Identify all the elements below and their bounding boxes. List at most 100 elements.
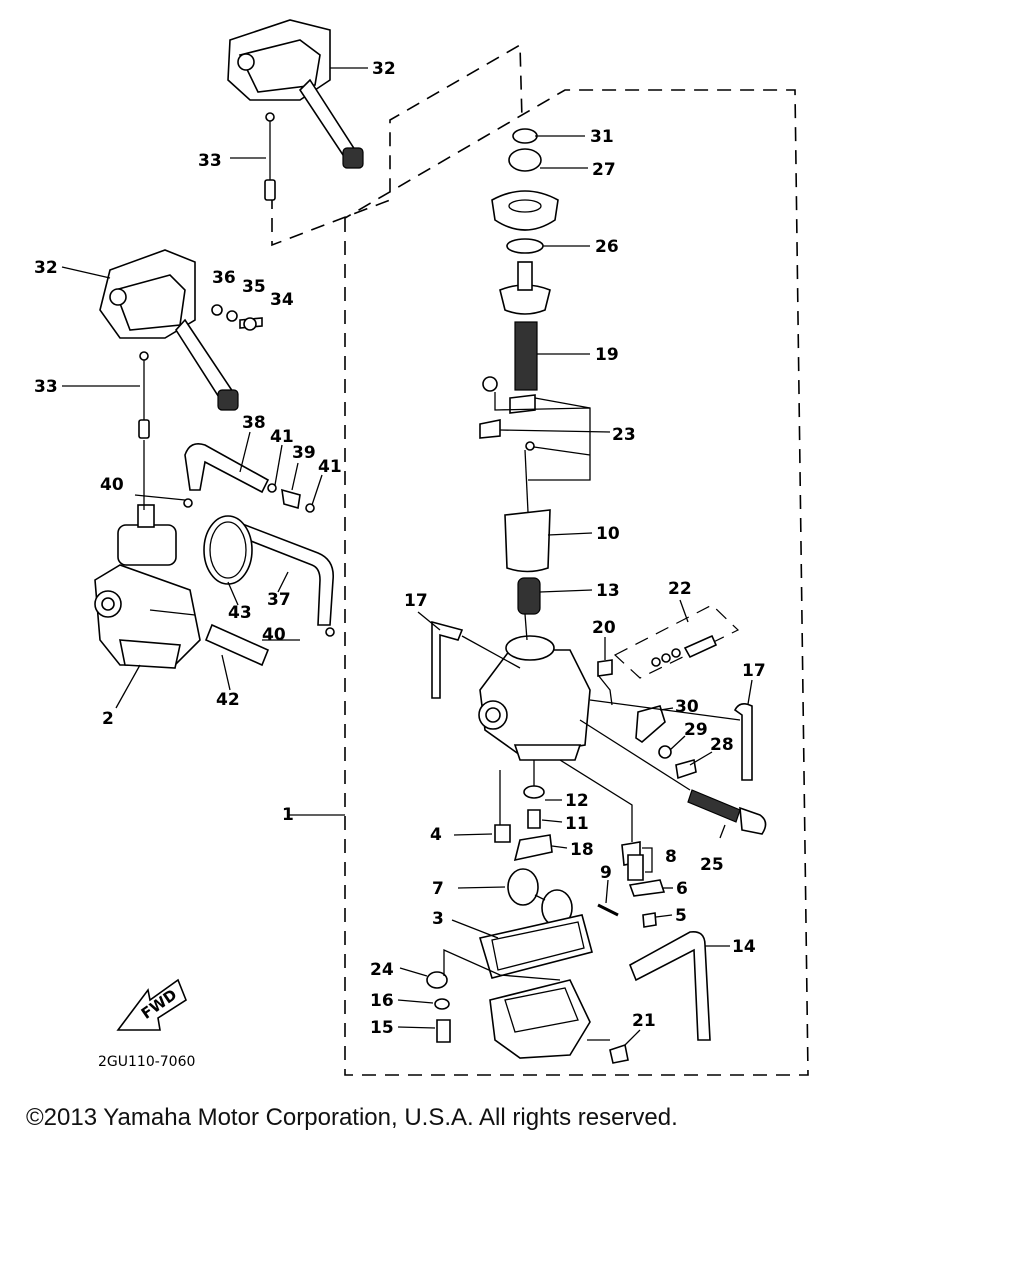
label-40-a: 40	[100, 475, 124, 495]
hose-38	[184, 442, 270, 494]
pin-9	[597, 903, 619, 917]
assembly-boundary	[344, 89, 809, 1076]
clip-41a	[267, 483, 277, 493]
jet-4	[494, 824, 511, 843]
label-23: 23	[612, 425, 636, 445]
label-31: 31	[590, 127, 614, 147]
label-16: 16	[370, 991, 394, 1011]
carburetor-assembly	[94, 504, 201, 669]
label-25: 25	[700, 855, 724, 875]
clip-40b	[325, 627, 335, 637]
label-26: 26	[595, 237, 619, 257]
label-34: 34	[270, 290, 294, 310]
label-36: 36	[212, 268, 236, 288]
throttle-valve-10	[504, 509, 551, 573]
top-cap-nut	[491, 190, 559, 231]
washer-12	[523, 785, 545, 799]
holder-18	[513, 834, 553, 862]
needle-13	[517, 577, 541, 615]
label-32-left: 32	[34, 258, 58, 278]
washer-29	[658, 745, 672, 759]
label-28: 28	[710, 735, 734, 755]
bracket-17-left	[431, 620, 464, 699]
cable-lower	[138, 351, 150, 439]
gasket-3	[478, 914, 593, 979]
diagram-code: 2GU110-7060	[98, 1054, 195, 1070]
screw-kit-22	[613, 604, 740, 679]
label-43: 43	[228, 603, 252, 623]
clip-41b	[305, 503, 315, 513]
cap-27	[508, 148, 542, 172]
label-20: 20	[592, 618, 616, 638]
label-21: 21	[632, 1011, 656, 1031]
label-10: 10	[596, 524, 620, 544]
label-1: 1	[282, 805, 294, 825]
pilot-screw-parts	[651, 634, 718, 667]
washer-16	[434, 998, 450, 1010]
screw-21	[609, 1043, 629, 1064]
oring-26	[506, 238, 544, 254]
label-17-left: 17	[404, 591, 428, 611]
mixing-chamber-top	[499, 284, 551, 315]
label-17-right: 17	[742, 661, 766, 681]
part-labels: 32 33 32 33 36 35 34 38 41 39 41 40 37 4…	[34, 59, 766, 1038]
cable-upper	[264, 112, 276, 201]
main-jet-11	[527, 809, 541, 829]
label-33-top: 33	[198, 151, 222, 171]
jet-20	[597, 659, 613, 677]
float-arm-6	[628, 879, 666, 897]
hose-14	[628, 930, 711, 1041]
label-13: 13	[596, 581, 620, 601]
label-8: 8	[665, 847, 677, 867]
carburetor-body	[478, 635, 591, 761]
plate-24	[426, 971, 448, 989]
float-chamber	[489, 979, 591, 1059]
screw-washer-nut	[211, 304, 263, 331]
label-6: 6	[676, 879, 688, 899]
label-18: 18	[570, 840, 594, 860]
bracket-17-right	[733, 702, 753, 781]
float-valve-8	[621, 841, 644, 881]
label-22: 22	[668, 579, 692, 599]
throttle-housing-lower	[99, 249, 239, 411]
label-27: 27	[592, 160, 616, 180]
label-2: 2	[102, 709, 114, 729]
label-29: 29	[684, 720, 708, 740]
screw-15	[436, 1019, 451, 1043]
label-4: 4	[430, 825, 442, 845]
leader-lines	[61, 67, 753, 1046]
clip-40a	[183, 498, 193, 508]
label-41-b: 41	[318, 457, 342, 477]
screw-5	[642, 912, 657, 928]
spring-19	[514, 321, 538, 391]
label-38: 38	[242, 413, 266, 433]
bracket-30	[635, 705, 666, 744]
fwd-arrow: FWD	[116, 978, 187, 1031]
label-12: 12	[565, 791, 589, 811]
label-42: 42	[216, 690, 240, 710]
label-30: 30	[675, 697, 699, 717]
washer-31	[512, 128, 538, 144]
throttle-housing-upper	[227, 19, 364, 169]
float-7	[507, 868, 573, 927]
label-3: 3	[432, 909, 444, 929]
label-24: 24	[370, 960, 394, 980]
hose-42	[204, 623, 270, 667]
needle-clip-set-23	[479, 376, 536, 513]
label-19: 19	[595, 345, 619, 365]
copyright-notice: ©2013 Yamaha Motor Corporation, U.S.A. A…	[26, 1104, 678, 1131]
label-37: 37	[267, 590, 291, 610]
carburetor-exploded-diagram: FWD	[34, 19, 809, 1076]
label-5: 5	[675, 906, 687, 926]
label-33-left: 33	[34, 377, 58, 397]
label-40-b: 40	[262, 625, 286, 645]
throttle-stop-screw-25	[687, 789, 767, 835]
label-35: 35	[242, 277, 266, 297]
label-9: 9	[600, 863, 612, 883]
label-15: 15	[370, 1018, 394, 1038]
label-32-top: 32	[372, 59, 396, 79]
label-39: 39	[292, 443, 316, 463]
upper-housing-link	[271, 43, 523, 247]
label-7: 7	[432, 879, 444, 899]
clamp-43	[203, 515, 253, 585]
